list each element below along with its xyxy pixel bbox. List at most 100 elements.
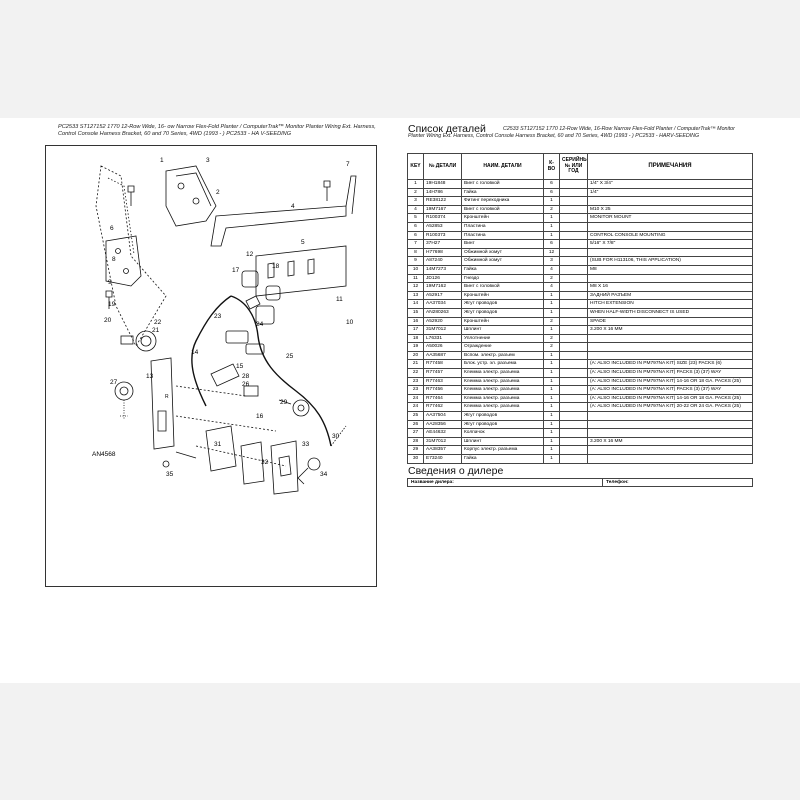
cell-serial-year	[559, 273, 588, 284]
cell-serial-year	[559, 256, 588, 266]
callout-16: 16	[256, 413, 264, 420]
cell-notes: (SUB FOR H113106, THIS APPLICATION)	[587, 256, 753, 266]
callout-32: 32	[261, 459, 269, 466]
cell-part-number: R77458	[423, 359, 462, 370]
cell-part-name: Жгут проводов	[461, 419, 544, 430]
cell-key: 24	[407, 393, 424, 404]
cell-key: 24	[407, 402, 424, 413]
header-key: KEY	[407, 153, 424, 180]
cell-part-name: Шплинт	[461, 325, 544, 335]
cell-part-name: Клемма электр. разъема	[461, 368, 544, 378]
cell-part-name: Вспом. электр. разъем	[461, 350, 544, 361]
callout-9: 9	[108, 279, 112, 286]
dealer-phone-field[interactable]: Телефон:	[602, 478, 753, 487]
cell-quantity: 1	[543, 196, 560, 206]
callout-14: 14	[191, 349, 199, 356]
cell-notes: 3.200 X 16 MM	[587, 325, 753, 335]
cell-part-name: Кронштейн	[461, 316, 544, 327]
cell-part-name: Жгут проводов	[461, 411, 544, 421]
cell-serial-year	[559, 204, 588, 215]
cell-notes: (A: ALSO INCLUDED IN PM797NA KIT) 14-16 …	[587, 393, 753, 404]
cell-serial-year	[559, 316, 588, 327]
cell-serial-year	[559, 282, 588, 292]
cell-serial-year	[559, 247, 588, 258]
header-serial-year: СЕРИЙНЫЙ № ИЛИ ГОД	[559, 153, 588, 180]
callout-15: 15	[236, 363, 244, 370]
parts-list-subtitle: C2533 ST127152 1770 12-Row Wide, 16-Row …	[408, 126, 735, 139]
callout-3: 3	[206, 157, 210, 164]
cell-serial-year	[559, 230, 588, 241]
cell-key: 10	[407, 264, 424, 275]
cell-serial-year	[559, 445, 588, 455]
dealer-name-field[interactable]: Название дилера:	[407, 478, 603, 487]
cell-notes: M8 X 16	[587, 282, 753, 292]
cell-serial-year	[559, 376, 588, 387]
cell-part-number: 19M7167	[423, 204, 462, 215]
cell-part-name: Фитинг переходника	[461, 196, 544, 206]
cell-quantity: 1	[543, 436, 560, 447]
cell-notes: HITCH EXTENSION	[587, 299, 753, 309]
cell-quantity: 1	[543, 368, 560, 378]
callout-20: 20	[104, 317, 112, 324]
cell-part-number: A52853	[423, 221, 462, 232]
cell-part-number: AA35687	[423, 350, 462, 361]
cell-notes: ЗАДНИЙ РАЗЪЕМ	[587, 290, 753, 301]
cell-notes: 1/4" X 3/4"	[587, 179, 753, 189]
cell-notes	[587, 411, 753, 421]
cell-part-number: AA38357	[423, 445, 462, 455]
header-notes: ПРИМЕЧАНИЯ	[587, 153, 753, 180]
cell-part-name: Кронштейн	[461, 213, 544, 223]
cell-quantity: 2	[543, 333, 560, 344]
cell-quantity: 1	[543, 290, 560, 301]
cell-quantity: 1	[543, 299, 560, 309]
cell-serial-year	[559, 454, 588, 464]
cell-serial-year	[559, 428, 588, 438]
cell-quantity: 6	[543, 179, 560, 189]
cell-part-number: R77456	[423, 385, 462, 395]
callout-13: 13	[146, 373, 154, 380]
cell-serial-year	[559, 402, 588, 413]
cell-quantity: 4	[543, 264, 560, 275]
cell-quantity: 1	[543, 428, 560, 438]
callout-21: 21	[152, 327, 160, 334]
header-part-number: № ДЕТАЛИ	[423, 153, 462, 180]
cell-part-name: Пластина	[461, 221, 544, 232]
dealer-info-table: Название дилера: Телефон:	[407, 478, 753, 487]
callout-23: 23	[214, 313, 222, 320]
cell-key: 19	[407, 342, 424, 352]
cell-serial-year	[559, 299, 588, 309]
cell-quantity: 1	[543, 385, 560, 395]
cell-key: 29	[407, 445, 424, 455]
callout-19: 19	[108, 301, 116, 308]
cell-key: 21	[407, 359, 424, 370]
cell-key: 1	[407, 179, 424, 189]
callout-35: 35	[166, 471, 174, 478]
exploded-view-drawing: 1 2 3 4 5 6 7 8 9 10 11 12 13 14 15 16 1	[92, 157, 357, 495]
cell-part-name: Винт	[461, 239, 544, 249]
cell-serial-year	[559, 307, 588, 318]
cell-notes: (A: ALSO INCLUDED IN PM797NA KIT) SIZE (…	[587, 359, 753, 370]
cell-notes: 1/4"	[587, 187, 753, 198]
cell-key: 14	[407, 299, 424, 309]
cell-key: 2	[407, 187, 424, 198]
diagram-caption: PC2533 ST127152 1770 12-Row Wide, 16- ow…	[58, 124, 376, 138]
callout-24: 24	[256, 321, 264, 328]
cell-key: 25	[407, 411, 424, 421]
cell-notes	[587, 333, 753, 344]
cell-key: 7	[407, 239, 424, 249]
cell-part-name: Винт с головкой	[461, 282, 544, 292]
callout-27: 27	[110, 379, 118, 386]
